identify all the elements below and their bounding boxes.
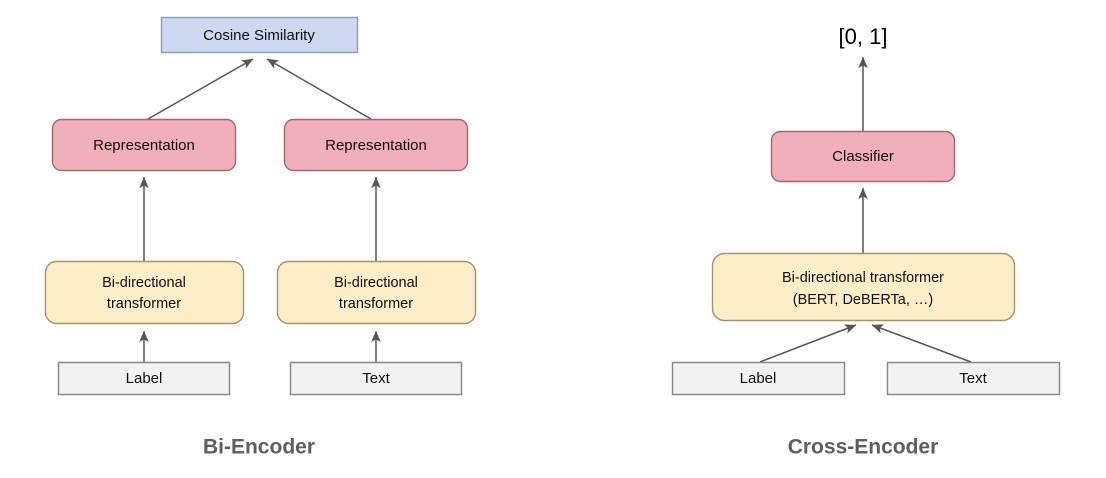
representation-left-box[interactable] [51, 118, 237, 172]
cross-encoder-title: Cross-Encoder [788, 436, 939, 459]
edge-representation-left-to-cosine [147, 58, 254, 120]
edge-representation-right-to-cosine [266, 58, 372, 120]
node-representation-left[interactable]: Representation [51, 118, 237, 172]
node-input-label-bi[interactable]: Label [57, 361, 231, 396]
node-representation-right[interactable]: Representation [283, 118, 469, 172]
input-text-text: Text [362, 370, 390, 387]
transformer-left-label-line1: Bi-directional [102, 275, 186, 291]
node-classifier[interactable]: Classifier [770, 130, 956, 183]
classifier-label: Classifier [832, 148, 894, 165]
input-label-text: Label [740, 370, 777, 387]
cross-encoder-panel: [0, 1] Classifier Bi-directional transfo… [671, 24, 1061, 459]
edge-text-to-transformer-cross [871, 324, 972, 363]
node-transformer-right[interactable]: Bi-directional transformer [276, 260, 477, 325]
transformer-right-label-line1: Bi-directional [334, 275, 418, 291]
bi-encoder-panel: Cosine Similarity Representation Represe… [44, 16, 477, 459]
representation-left-label: Representation [93, 137, 195, 154]
node-cosine-similarity[interactable]: Cosine Similarity [160, 16, 359, 54]
transformer-right-label-line2: transformer [339, 296, 413, 312]
classifier-box[interactable] [770, 130, 956, 183]
input-label-box[interactable] [671, 361, 846, 396]
input-label-box[interactable] [57, 361, 231, 396]
node-input-label-cross[interactable]: Label [671, 361, 846, 396]
transformer-left-box[interactable] [44, 260, 245, 325]
input-text-box[interactable] [289, 361, 463, 396]
node-transformer-left[interactable]: Bi-directional transformer [44, 260, 245, 325]
representation-right-label: Representation [325, 137, 427, 154]
node-input-text-cross[interactable]: Text [886, 361, 1061, 396]
transformer-left-label-line2: transformer [107, 296, 181, 312]
transformer-cross-label-line1: Bi-directional transformer [782, 270, 944, 286]
transformer-cross-label-line2: (BERT, DeBERTa, …) [793, 292, 933, 308]
input-label-text: Label [126, 370, 163, 387]
node-transformer-cross[interactable]: Bi-directional transformer (BERT, DeBERT… [711, 252, 1016, 322]
cosine-similarity-box[interactable] [160, 16, 359, 54]
output-range-annotation: [0, 1] [839, 24, 888, 49]
input-text-box[interactable] [886, 361, 1061, 396]
representation-right-box[interactable] [283, 118, 469, 172]
input-text-text: Text [959, 370, 987, 387]
transformer-right-box[interactable] [276, 260, 477, 325]
node-input-text-bi[interactable]: Text [289, 361, 463, 396]
cosine-similarity-label: Cosine Similarity [203, 27, 315, 44]
bi-encoder-title: Bi-Encoder [203, 436, 315, 459]
transformer-cross-box[interactable] [711, 252, 1016, 322]
edge-label-to-transformer-cross [759, 324, 857, 363]
